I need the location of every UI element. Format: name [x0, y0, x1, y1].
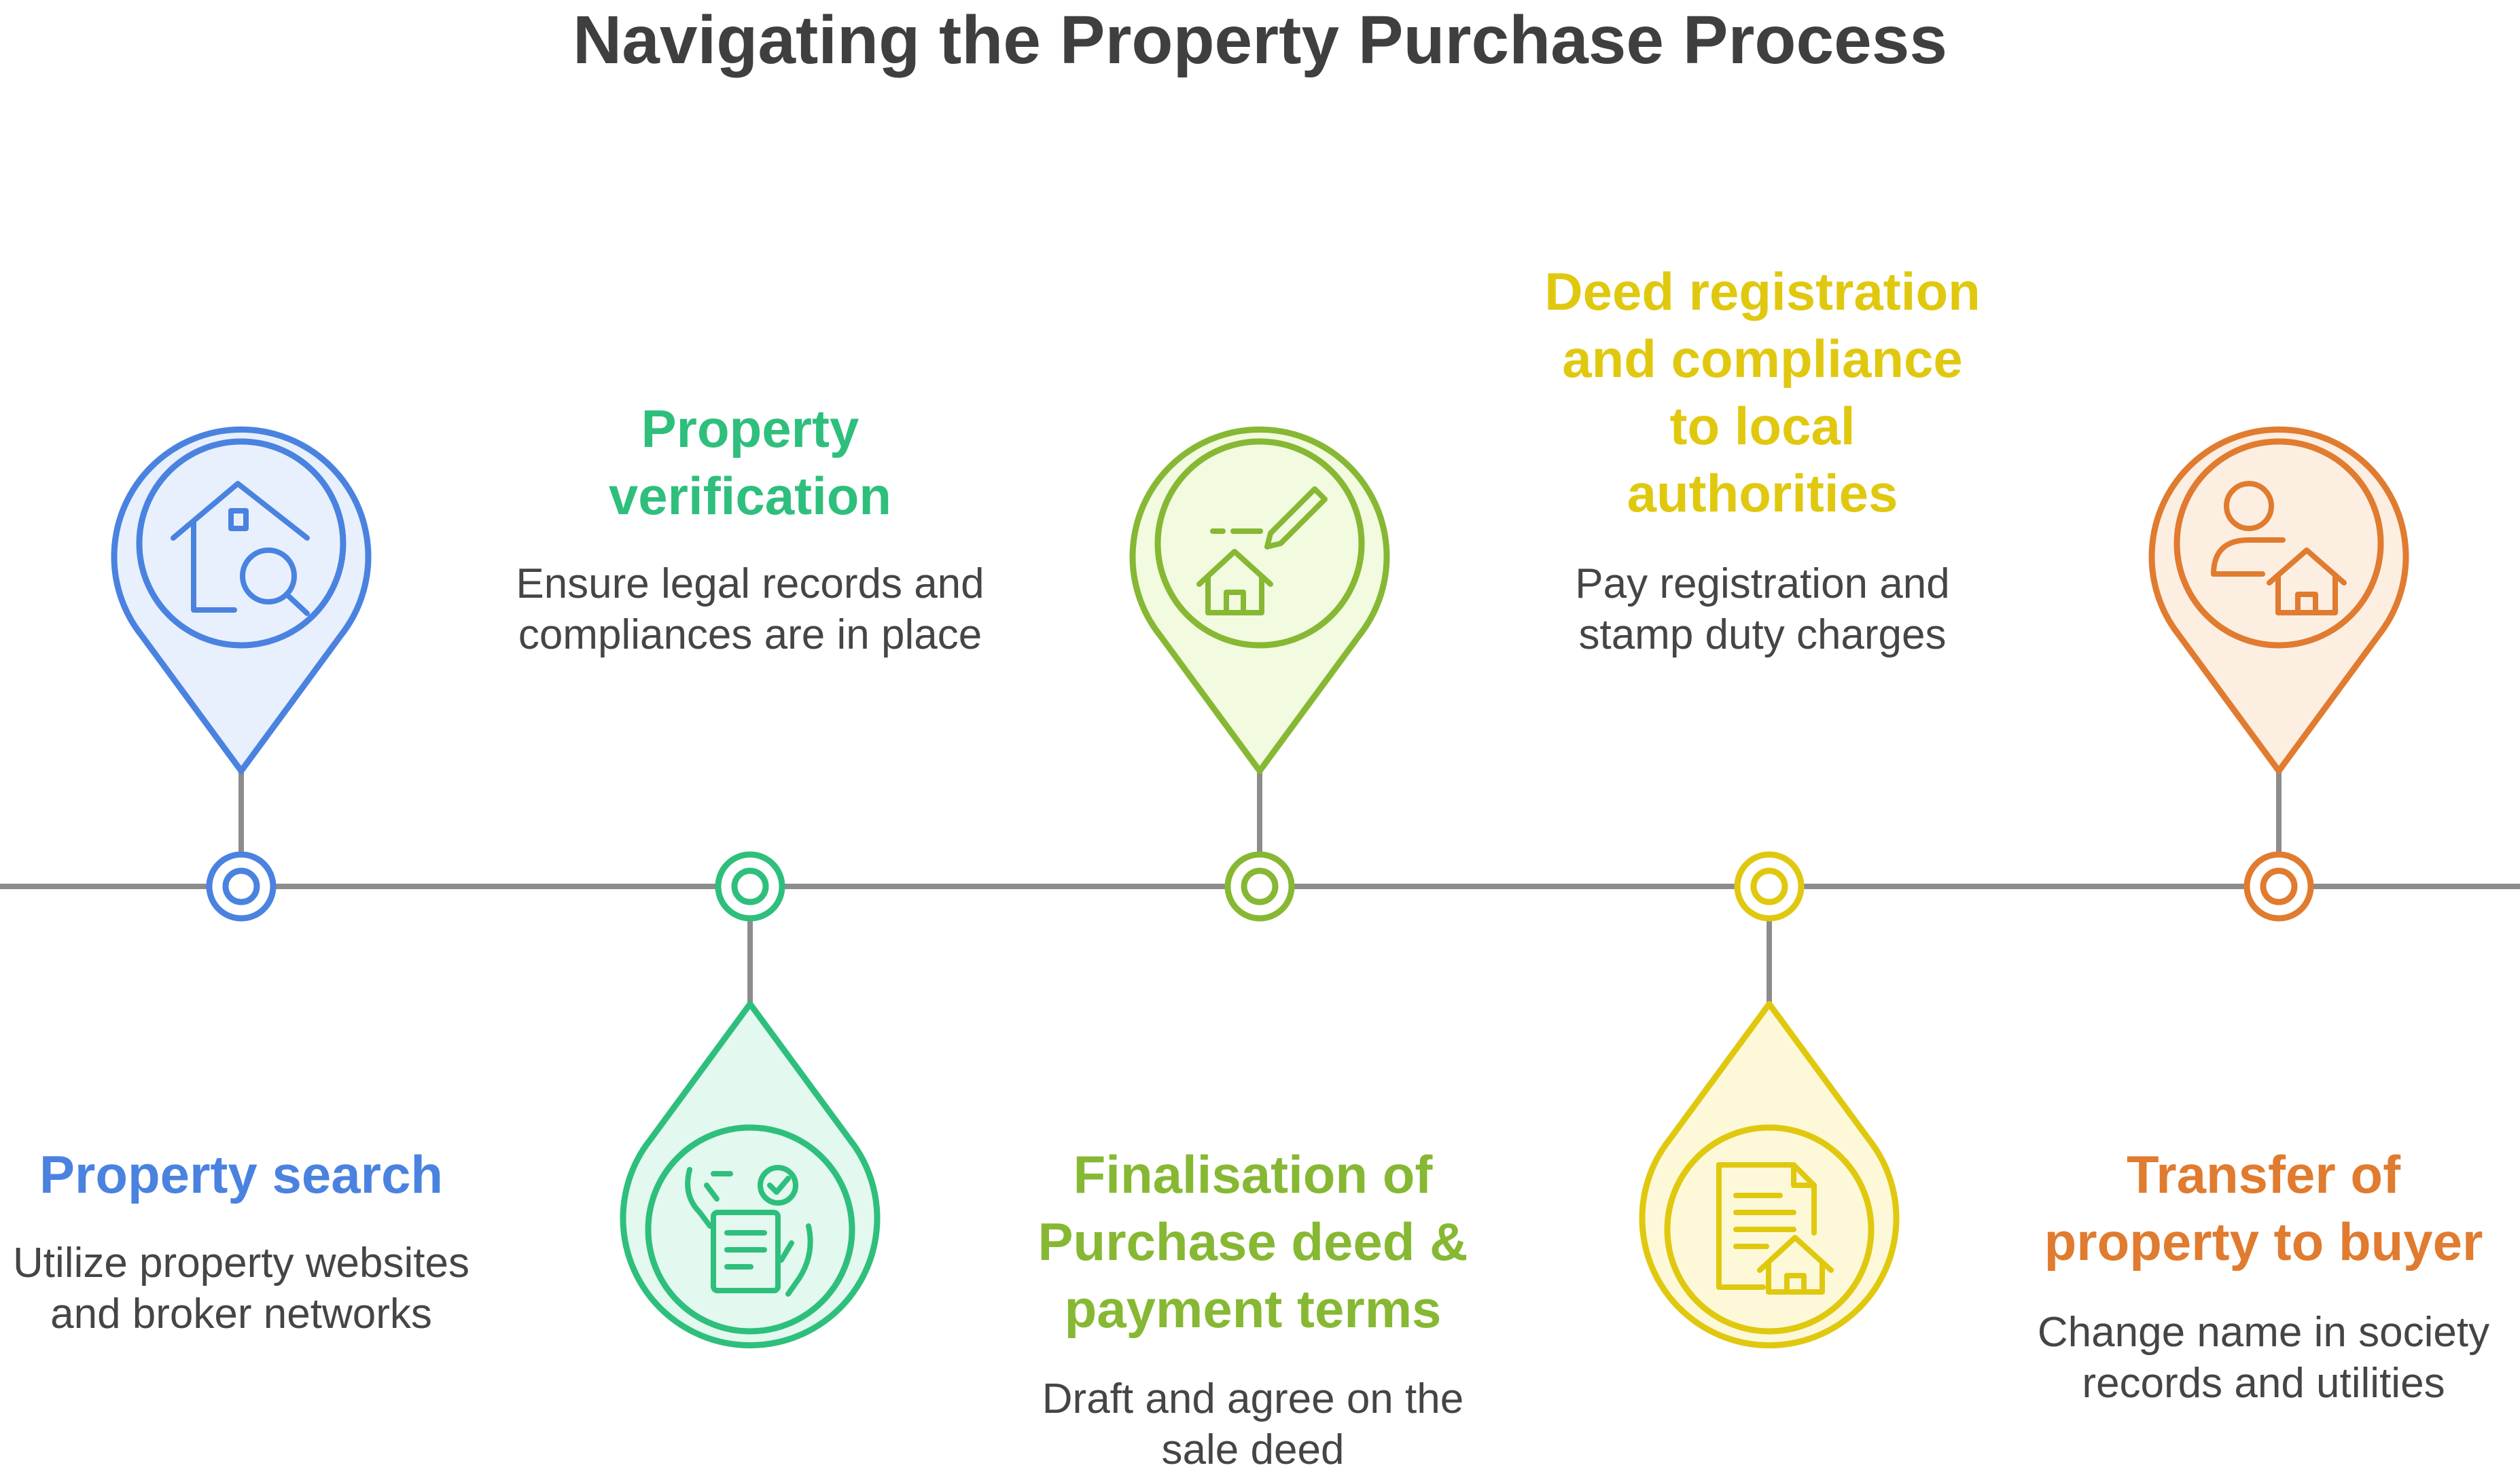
step-2-pin	[620, 851, 881, 1349]
step-5-pin	[2148, 426, 2409, 922]
step-1-title: Property search	[39, 1145, 443, 1204]
step-2-icon-circle	[645, 1124, 855, 1335]
step-3-description: Draft and agree on the sale deed	[1042, 1375, 1464, 1473]
step-5-title: Transfer of property to buyer	[2044, 1145, 2483, 1272]
step-2-title: Property verification	[608, 399, 892, 526]
step-4-marker-shape	[1639, 1001, 1900, 1349]
step-4-description: Pay registration and stamp duty charges	[1575, 560, 1950, 658]
step-1-icon-circle	[136, 438, 347, 649]
step-5-description: Change name in society records and utili…	[2037, 1309, 2490, 1407]
step-4-title: Deed registration and compliance to loca…	[1544, 262, 1981, 523]
step-4-pin	[1639, 851, 1900, 1349]
step-5-icon-circle	[2173, 438, 2384, 649]
deed-document-icon	[1716, 1162, 1834, 1295]
document-verify-icon	[685, 1165, 813, 1297]
step-1-description: Utilize property websites and broker net…	[13, 1240, 469, 1337]
diagram-title: Navigating the Property Purchase Process	[573, 2, 1947, 78]
person-house-icon	[2211, 481, 2347, 615]
step-2-marker-shape	[620, 1001, 881, 1349]
step-3-pin	[1129, 426, 1390, 922]
step-3-icon-circle	[1154, 438, 1365, 649]
step-1-pin	[111, 426, 372, 922]
step-5-node-inner	[2260, 867, 2298, 905]
step-4-icon-circle	[1664, 1124, 1875, 1335]
step-4-node-inner	[1750, 867, 1788, 905]
house-sign-icon	[1196, 486, 1328, 615]
step-1-marker-shape	[111, 426, 372, 774]
step-3-title: Finalisation of Purchase deed & payment …	[1037, 1145, 1468, 1339]
step-2-description: Ensure legal records and compliances are…	[516, 560, 984, 658]
step-2-node-inner	[731, 867, 769, 905]
step-1-node-inner	[222, 867, 260, 905]
step-3-node-inner	[1241, 867, 1279, 905]
house-search-icon	[171, 481, 310, 616]
